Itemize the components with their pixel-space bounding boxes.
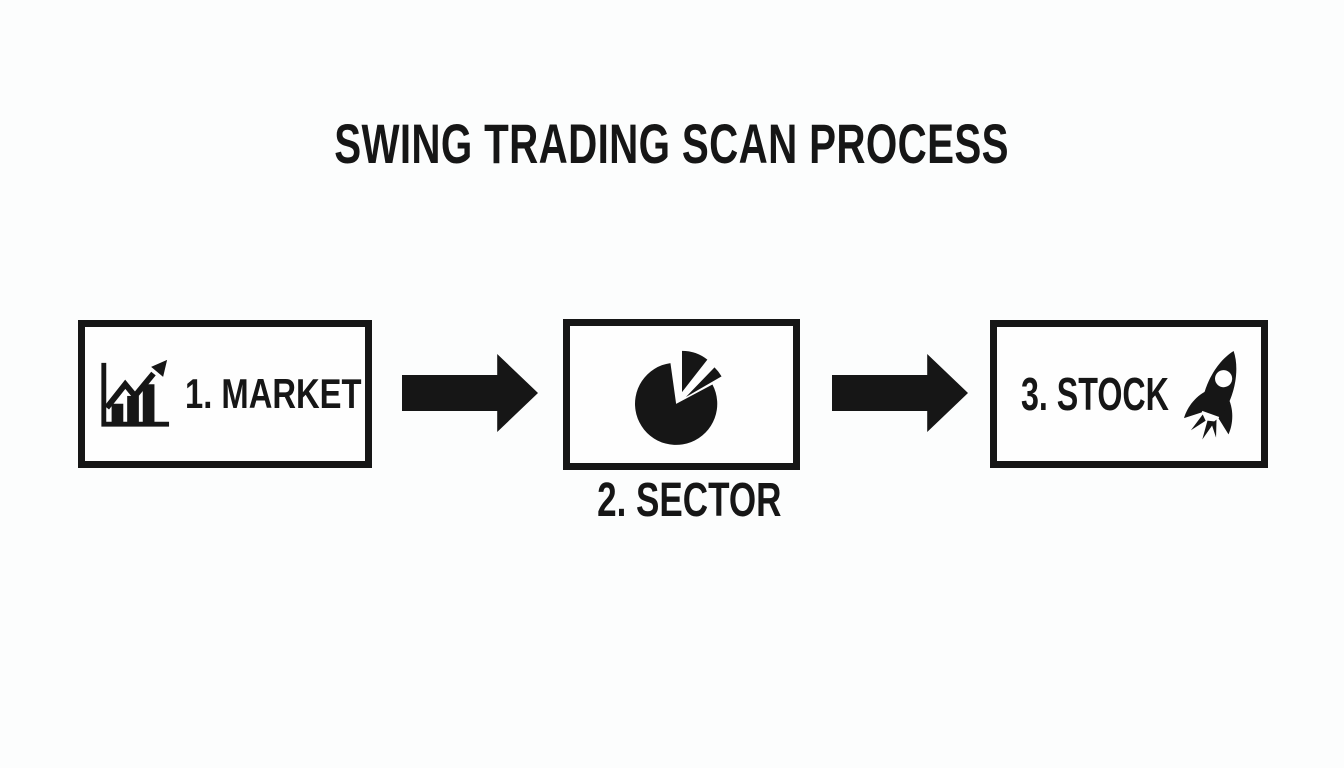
- step-label-sector: 2. SECTOR: [597, 474, 782, 527]
- step-label-market-wrap: 1. MARKET: [185, 370, 362, 417]
- step-box-market: 1. MARKET: [78, 320, 372, 468]
- bar-chart-trend-icon: [101, 359, 170, 427]
- arrow-right-icon: [832, 354, 968, 432]
- step-box-sector: [563, 319, 800, 470]
- step-label-stock-wrap: 3. STOCK: [1021, 371, 1171, 417]
- page-title-text: SWING TRADING SCAN PROCESS: [334, 112, 1010, 175]
- step-label-sector-wrap: 2. SECTOR: [563, 477, 800, 525]
- pie-chart-icon: [634, 350, 722, 445]
- step-label-market: 1. MARKET: [185, 370, 362, 417]
- arrow-right-icon: [402, 354, 538, 432]
- step-box-stock: 3. STOCK: [990, 320, 1268, 468]
- page-title: SWING TRADING SCAN PROCESS: [0, 116, 1344, 172]
- step-label-stock: 3. STOCK: [1021, 368, 1169, 420]
- rocket-icon: [1184, 351, 1237, 440]
